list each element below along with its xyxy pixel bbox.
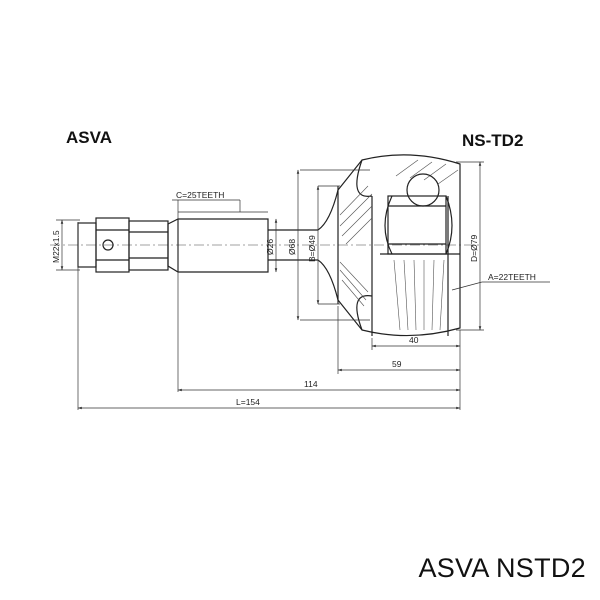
- ball-bearing-icon: [406, 173, 440, 207]
- leader-lines: [172, 199, 550, 291]
- vertical-dimensions: [60, 161, 482, 331]
- outer-bell-housing: [339, 159, 459, 336]
- flange-diameter-label: Ø68: [287, 239, 297, 255]
- spline-inner-label: A=22TEETH: [488, 272, 536, 282]
- outer-diameter-label: D=Ø79: [469, 235, 479, 262]
- brand-label: ASVA: [66, 128, 112, 147]
- length-59-label: 59: [392, 359, 402, 369]
- thread-label: M22x1.5: [51, 230, 61, 263]
- horizontal-dimensions: [77, 344, 461, 410]
- cotter-hole-icon: [102, 239, 114, 251]
- spline-outer-label: C=25TEETH: [176, 190, 224, 200]
- inner-race-and-ball: [380, 173, 460, 331]
- part-code-label: NS-TD2: [462, 131, 524, 150]
- length-114-label: 114: [304, 379, 318, 389]
- shaft-diameter-label: Ø26: [265, 239, 275, 255]
- flange: [337, 154, 461, 337]
- extension-lines: [56, 161, 484, 410]
- length-40-label: 40: [409, 335, 419, 345]
- total-length-label: L=154: [236, 397, 260, 407]
- product-caption: ASVA NSTD2: [418, 553, 586, 583]
- bell-diameter-label: B=Ø49: [307, 235, 317, 262]
